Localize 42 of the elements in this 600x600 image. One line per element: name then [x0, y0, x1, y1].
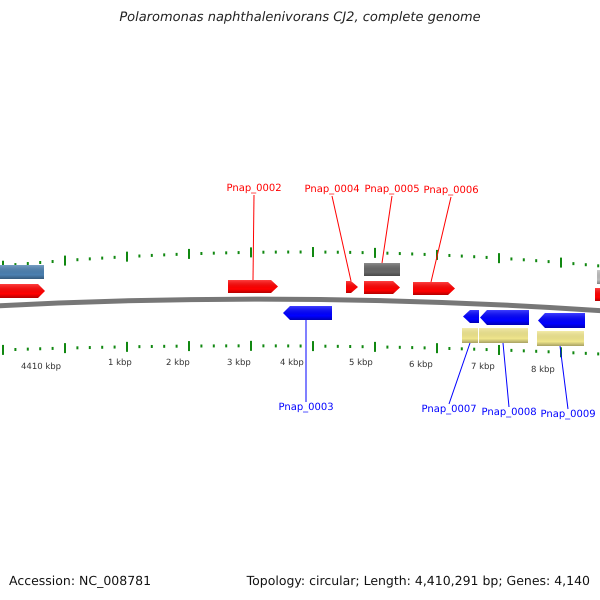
- scale-label: 4 kbp: [280, 359, 304, 368]
- leader-line: [332, 196, 352, 282]
- accession-text: Accession: NC_008781: [9, 575, 152, 588]
- scale-label: 7 kbp: [471, 363, 495, 372]
- gene-feature: [413, 282, 455, 295]
- gene-label: Pnap_0003: [278, 403, 334, 413]
- leader-line: [430, 196, 452, 282]
- scale-label: 6 kbp: [409, 361, 433, 370]
- gene-label: Pnap_0002: [226, 184, 282, 194]
- gene-bar: [462, 328, 478, 343]
- scale-label: 3 kbp: [227, 359, 251, 368]
- scale-label: 4410 kbp: [21, 363, 62, 372]
- gene-label: Pnap_0009: [540, 410, 596, 420]
- gene-label: Pnap_0008: [482, 408, 537, 418]
- gene-label: Pnap_0004: [304, 185, 360, 195]
- gene-label: Pnap_0007: [422, 405, 477, 415]
- gene-feature: [463, 310, 479, 323]
- gene-bar: [537, 331, 584, 346]
- scale-label: 8 kbp: [531, 366, 555, 374]
- title: Polaromonas naphthalenivorans CJ2, complete genome: [118, 11, 482, 24]
- scale-label: 1 kbp: [108, 359, 132, 368]
- gene-feature: [228, 280, 278, 293]
- scale-label: 2 kbp: [166, 359, 190, 368]
- leader-line: [560, 346, 568, 410]
- leader-line: [448, 342, 470, 404]
- gene-feature: [364, 281, 400, 294]
- gene-label: Pnap_0005: [364, 185, 420, 195]
- genome-info-text: Topology: circular; Length: 4,410,291 bp; Genes: 4,140: [246, 575, 590, 588]
- gene-feature: [538, 313, 585, 328]
- gene-bar: [597, 270, 600, 284]
- gene-bar: [0, 265, 44, 279]
- scale-label: 5 kbp: [349, 359, 373, 368]
- gene-feature: [283, 306, 332, 320]
- gene-bar: [364, 263, 400, 276]
- gene-label: Pnap_0006: [424, 186, 479, 196]
- leader-line: [382, 196, 392, 264]
- gene-bar: [595, 288, 600, 301]
- gene-feature: [346, 281, 358, 293]
- leader-line: [502, 342, 510, 408]
- leader-line: [252, 194, 254, 280]
- gene-bar: [479, 328, 528, 343]
- gene-feature: [0, 284, 45, 298]
